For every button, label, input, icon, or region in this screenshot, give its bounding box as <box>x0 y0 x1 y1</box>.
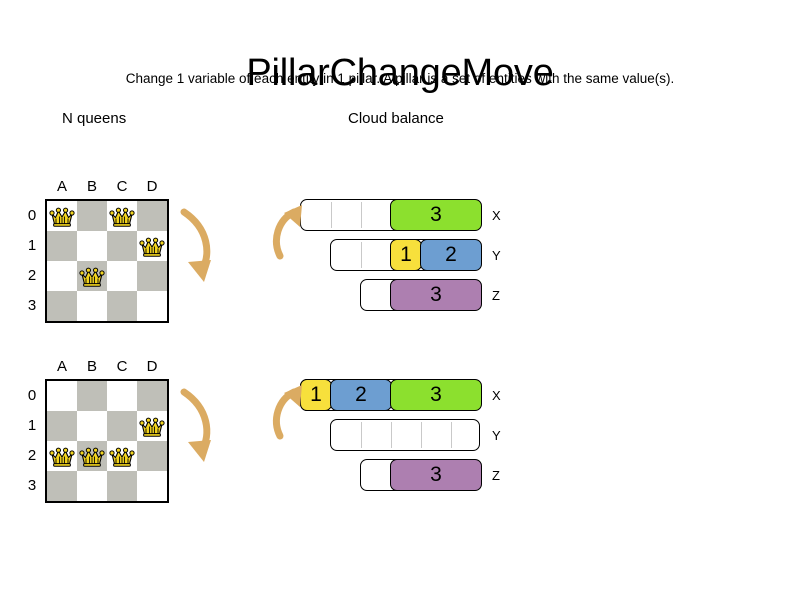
queen-icon <box>79 267 105 287</box>
cloud-process-3[interactable]: 3 <box>389 458 483 491</box>
curved-arrow-up-icon <box>273 205 302 260</box>
board-cell-C0[interactable] <box>107 381 137 411</box>
board-cell-D3[interactable] <box>137 291 167 321</box>
section-heading-nqueens: N queens <box>62 110 127 127</box>
board-cell-D0[interactable] <box>137 381 167 411</box>
board-cell-D0[interactable] <box>137 201 167 231</box>
cloud-process-1[interactable]: 1 <box>299 378 333 411</box>
page-title: PillarChangeMove <box>246 52 554 95</box>
queen-icon <box>109 447 135 467</box>
queen-icon <box>139 237 165 257</box>
cloud-bar-y[interactable]: Y <box>330 419 501 451</box>
cloud-bar-gridline <box>361 242 362 268</box>
board-cell-A3[interactable] <box>47 291 77 321</box>
queen-icon <box>109 207 135 227</box>
cloud-process-2[interactable]: 2 <box>419 238 483 271</box>
board-cell-A2[interactable] <box>47 261 77 291</box>
cloud-process-3[interactable]: 3 <box>389 278 483 311</box>
board-file-label-C: C <box>116 178 128 195</box>
board-file-label-D: D <box>146 178 158 195</box>
board-cell-B2[interactable] <box>77 261 107 291</box>
board-cell-C2[interactable] <box>107 261 137 291</box>
board-file-label-A: A <box>56 178 67 195</box>
queen-icon <box>79 447 105 467</box>
board-file-label-A: A <box>56 358 67 375</box>
cloud-bar-gridline <box>391 422 392 448</box>
board-file-label-B: B <box>86 358 97 375</box>
board-rank-label-0: 0 <box>27 387 37 404</box>
board-cell-D1[interactable] <box>137 411 167 441</box>
board-cell-A1[interactable] <box>47 411 77 441</box>
board-rank-label-0: 0 <box>27 207 37 224</box>
cloud-process-3[interactable]: 3 <box>389 378 483 411</box>
board-cell-D1[interactable] <box>137 231 167 261</box>
board-cell-D2[interactable] <box>137 441 167 471</box>
board-rank-label-3: 3 <box>27 477 37 494</box>
cloud-bar-gridline <box>331 202 332 228</box>
board-cell-B3[interactable] <box>77 291 107 321</box>
board-rank-label-2: 2 <box>27 447 37 464</box>
page-subtitle: Change 1 variable of each entity in 1 pi… <box>125 71 675 86</box>
cloud-bar-label-y: Y <box>492 428 501 443</box>
board-cell-B1[interactable] <box>77 411 107 441</box>
section-heading-cloud: Cloud balance <box>348 110 444 127</box>
cloud-process-1[interactable]: 1 <box>389 238 423 271</box>
board-rank-label-1: 1 <box>27 237 37 254</box>
queen-icon <box>49 447 75 467</box>
board-cell-C1[interactable] <box>107 231 137 261</box>
board-cell-D2[interactable] <box>137 261 167 291</box>
board-cell-A1[interactable] <box>47 231 77 261</box>
board-cell-A3[interactable] <box>47 471 77 501</box>
board-cell-A0[interactable] <box>47 381 77 411</box>
cloud-bar-label-z: Z <box>492 468 500 483</box>
cloud-bar-gridline <box>421 422 422 448</box>
cloud-process-3[interactable]: 3 <box>389 198 483 231</box>
cloud-bar-label-x: X <box>492 388 501 403</box>
board-cell-C3[interactable] <box>107 291 137 321</box>
board-cell-A2[interactable] <box>47 441 77 471</box>
chessboard-after: A B C D 0 1 2 3 <box>28 359 169 503</box>
board-cell-B0[interactable] <box>77 381 107 411</box>
board-cell-C3[interactable] <box>107 471 137 501</box>
board-cell-C1[interactable] <box>107 411 137 441</box>
board-cell-A0[interactable] <box>47 201 77 231</box>
cloud-bar-gridline <box>361 202 362 228</box>
curved-arrow-down-icon <box>180 388 211 462</box>
cloud-bar-label-x: X <box>492 208 501 223</box>
queen-icon <box>139 417 165 437</box>
cloud-bar-gridline <box>361 422 362 448</box>
board-cell-B3[interactable] <box>77 471 107 501</box>
board-cell-B0[interactable] <box>77 201 107 231</box>
board-file-label-C: C <box>116 358 128 375</box>
cloud-bar-label-y: Y <box>492 248 501 263</box>
board-file-label-B: B <box>86 178 97 195</box>
board-file-label-D: D <box>146 358 158 375</box>
board-cell-D3[interactable] <box>137 471 167 501</box>
cloud-bar-gridline <box>451 422 452 448</box>
board-rank-label-1: 1 <box>27 417 37 434</box>
cloud-process-2[interactable]: 2 <box>329 378 393 411</box>
board-cell-C0[interactable] <box>107 201 137 231</box>
board-rank-label-3: 3 <box>27 297 37 314</box>
board-cell-B2[interactable] <box>77 441 107 471</box>
board-cell-B1[interactable] <box>77 231 107 261</box>
board-cell-C2[interactable] <box>107 441 137 471</box>
cloud-bar-label-z: Z <box>492 288 500 303</box>
queen-icon <box>49 207 75 227</box>
chessboard-before: A B C D 0 1 2 3 <box>28 179 169 323</box>
board-rank-label-2: 2 <box>27 267 37 284</box>
curved-arrow-up-icon <box>273 385 302 440</box>
curved-arrow-down-icon <box>180 208 211 282</box>
